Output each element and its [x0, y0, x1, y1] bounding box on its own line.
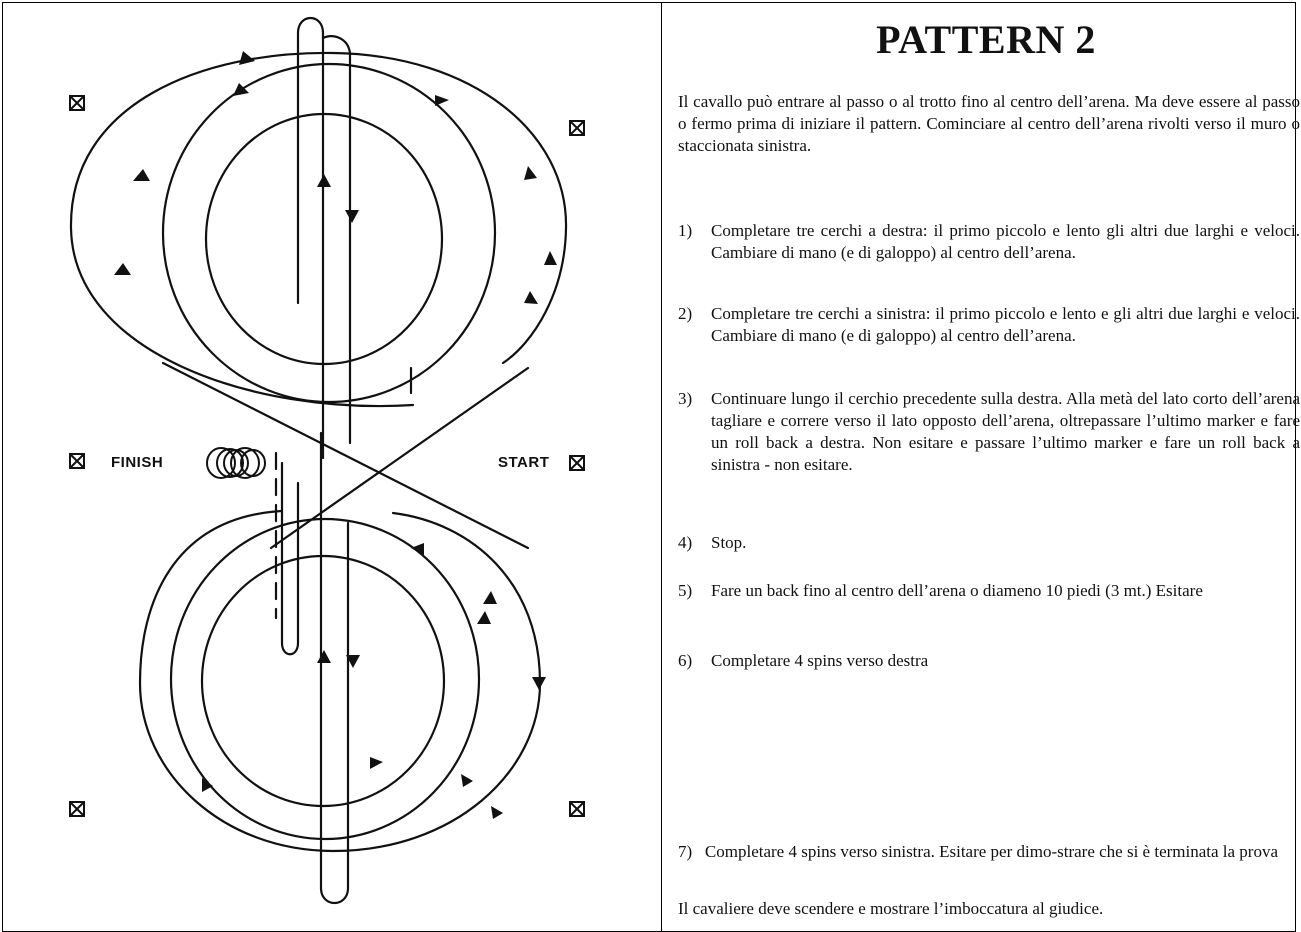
arrow-head	[532, 677, 546, 690]
center-lane-left	[280, 461, 300, 656]
arrow-head	[114, 263, 131, 275]
step-text: Completare 4 spins verso sinistra. Esita…	[704, 842, 1279, 861]
list-item: 4) Stop.	[678, 532, 1300, 554]
lower-outer-circle	[138, 509, 542, 853]
pattern-drawing	[69, 17, 585, 904]
arrow-head	[411, 543, 424, 555]
boxed-x-icon	[69, 801, 85, 817]
center-lane-bottom	[319, 431, 350, 904]
arrow-head	[239, 51, 255, 65]
step-number: 6)	[678, 651, 693, 670]
step-text: Fare un back fino al centro dell’arena o…	[711, 581, 1203, 600]
step-number: 3)	[678, 389, 693, 408]
spin-loops	[206, 447, 266, 479]
arrow-head	[202, 778, 213, 792]
list-item: 3) Continuare lungo il cerchio precedent…	[678, 388, 1300, 476]
diagonal-cut-2	[269, 366, 530, 550]
arrow-head	[524, 166, 537, 180]
arrow-head	[346, 655, 360, 668]
arrow-head	[317, 174, 331, 187]
closing-paragraph: Il cavaliere deve scendere e mostrare l’…	[678, 899, 1104, 918]
page-title: PATTERN 2	[876, 17, 1096, 62]
boxed-x-icon	[569, 120, 585, 136]
step-text: Stop.	[711, 533, 747, 552]
step-number: 1)	[678, 221, 693, 240]
lower-inner-circle	[200, 554, 446, 808]
start-label: START	[498, 454, 550, 471]
boxed-x-icon	[569, 801, 585, 817]
lower-middle-circle	[169, 517, 481, 841]
step-number: 5)	[678, 581, 693, 600]
arrow-head	[435, 95, 449, 106]
boxed-x-icon	[69, 95, 85, 111]
upper-middle-circle	[161, 62, 497, 404]
boxed-x-icon	[569, 455, 585, 471]
step-text: Completare tre cerchi a destra: il primo…	[711, 221, 1300, 262]
intro-paragraph: Il cavallo può entrare al passo o al tro…	[678, 92, 1300, 155]
arrow-head	[133, 169, 150, 181]
arrow-head	[317, 650, 331, 663]
column-divider	[661, 2, 662, 932]
arrow-head	[461, 774, 473, 787]
step-number: 4)	[678, 533, 693, 552]
step-number: 2)	[678, 304, 693, 323]
arrow-head	[524, 291, 538, 304]
step-number: 7)	[678, 842, 693, 861]
boxed-x-icon	[69, 453, 85, 469]
upper-outer-circle	[69, 51, 568, 408]
finish-label: FINISH	[111, 454, 164, 471]
pattern-diagram: FINISH START	[3, 3, 660, 911]
instructions-panel: PATTERN 2 Il cavallo può entrare al pass…	[678, 0, 1300, 918]
arrow-head	[483, 591, 497, 604]
arrow-head	[233, 83, 249, 96]
list-item: 2) Completare tre cerchi a sinistra: il …	[678, 303, 1300, 347]
list-item: 1) Completare tre cerchi a destra: il pr…	[678, 220, 1300, 264]
arrow-head	[345, 210, 359, 223]
list-item: 6) Completare 4 spins verso destra	[678, 650, 1300, 672]
center-lane-top	[296, 17, 325, 460]
list-item: 7) Completare 4 spins verso sinistra. Es…	[678, 841, 1300, 863]
arrow-head	[477, 611, 491, 624]
step-text: Completare 4 spins verso destra	[711, 651, 929, 670]
list-item: 5) Fare un back fino al centro dell’aren…	[678, 580, 1300, 602]
step-text: Completare tre cerchi a sinistra: il pri…	[711, 304, 1300, 345]
arrow-head	[491, 806, 503, 819]
step-text: Continuare lungo il cerchio precedente s…	[711, 389, 1300, 474]
arrow-head	[544, 251, 557, 265]
arrow-head	[370, 757, 383, 769]
center-lane-top-2	[321, 35, 352, 445]
diagonal-cut-1	[161, 361, 530, 550]
